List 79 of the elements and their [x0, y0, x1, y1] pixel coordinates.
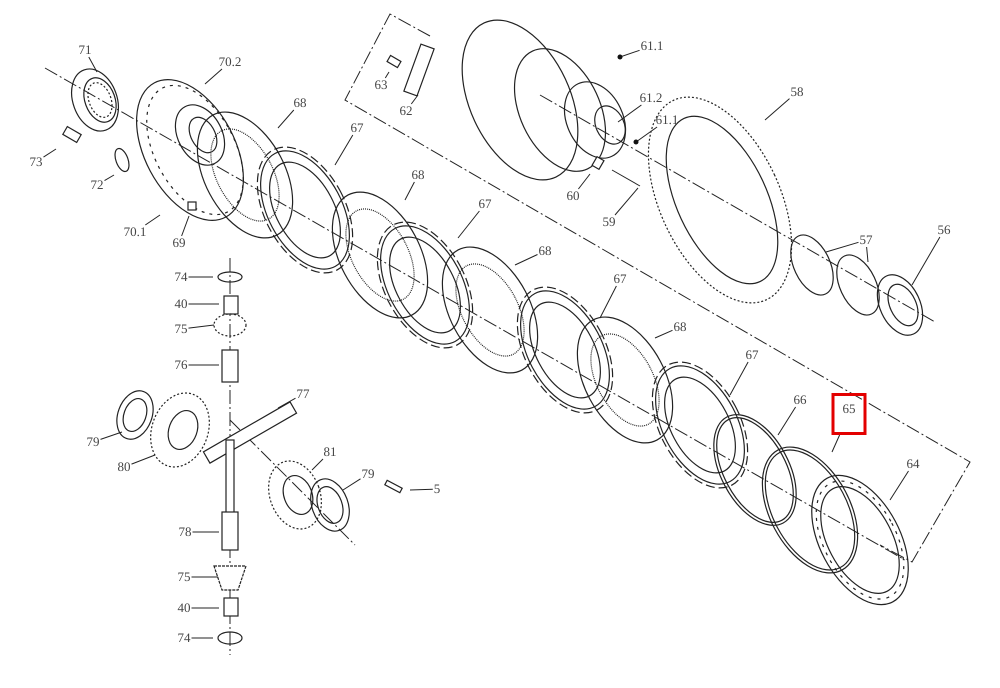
leader-line	[312, 458, 324, 470]
leader-line	[278, 398, 296, 408]
callout-number: 72	[90, 178, 104, 192]
leader-line	[890, 470, 909, 500]
leader-line	[181, 216, 190, 236]
callout-number: 73	[28, 155, 44, 169]
leader-line	[104, 174, 114, 182]
leader-line	[778, 406, 796, 436]
leader-line	[278, 110, 294, 128]
leader-line	[384, 72, 390, 78]
leader-line	[410, 94, 418, 104]
leader-line	[100, 432, 122, 440]
leader-line	[204, 68, 222, 84]
leader-line	[578, 174, 590, 190]
callout-number: 57	[858, 233, 874, 247]
leader-line	[334, 134, 354, 166]
leader-line	[912, 236, 940, 286]
callout-number: 63	[374, 78, 388, 92]
callout-number: 75	[176, 570, 192, 584]
leader-line	[342, 478, 361, 490]
leader-line	[131, 454, 156, 465]
leader-line	[514, 254, 538, 266]
callout-number: 59	[602, 215, 616, 229]
leader-line	[600, 286, 617, 318]
callout-number: 67	[478, 197, 492, 211]
leader-line	[654, 330, 673, 338]
leader-line	[188, 324, 214, 329]
highlighted-callout-number: 65	[832, 393, 866, 435]
leader-line	[764, 98, 790, 120]
callout-number: 68	[410, 168, 426, 182]
leader-line	[618, 104, 642, 122]
leader-line	[188, 364, 220, 366]
callout-number: 80	[116, 460, 132, 474]
callout-number: 67	[744, 348, 760, 362]
leader-line	[826, 242, 859, 252]
leader-line	[866, 246, 868, 262]
leader-line	[188, 276, 214, 278]
callout-number: 69	[172, 236, 186, 250]
callout-number: 75	[174, 322, 188, 336]
leader-line	[634, 126, 658, 144]
callout-number: 40	[174, 297, 188, 311]
leader-line	[618, 50, 640, 60]
callout-number: 66	[792, 393, 808, 407]
callout-number: 61.1	[640, 39, 664, 53]
callout-number: 56	[936, 223, 952, 237]
leader-line	[614, 188, 638, 216]
leader-line	[730, 362, 749, 396]
callout-number: 58	[790, 85, 804, 99]
callout-number: 81	[322, 445, 338, 459]
callout-number: 79	[86, 435, 100, 449]
callout-number: 64	[906, 457, 920, 471]
callout-number: 74	[174, 270, 188, 284]
callout-number: 5	[432, 482, 442, 496]
leader-line	[404, 182, 415, 200]
leader-line	[43, 148, 56, 158]
callout-number: 67	[612, 272, 628, 286]
callout-number: 78	[178, 525, 192, 539]
callout-number: 61.1	[654, 113, 680, 127]
callout-number: 68	[672, 320, 688, 334]
callout-number: 40	[176, 601, 192, 615]
callout-number: 70.2	[218, 55, 242, 69]
callout-number: 70.1	[122, 225, 148, 239]
leader-line	[144, 214, 160, 226]
leader-line	[410, 488, 434, 490]
callout-number: 60	[566, 189, 580, 203]
callout-number: 71	[78, 43, 92, 57]
callout-number: 68	[292, 96, 308, 110]
leader-line	[88, 56, 98, 72]
callout-number: 76	[174, 358, 188, 372]
callout-number: 77	[296, 387, 310, 401]
leader-line	[458, 210, 480, 238]
callout-number: 62	[398, 104, 414, 118]
callout-number: 74	[176, 631, 192, 645]
callout-number: 79	[360, 467, 376, 481]
leader-line	[832, 434, 840, 452]
leader-line	[191, 576, 218, 578]
callout-number: 68	[538, 244, 552, 258]
callout-number: 67	[350, 121, 364, 135]
callout-number: 61.2	[638, 91, 664, 105]
